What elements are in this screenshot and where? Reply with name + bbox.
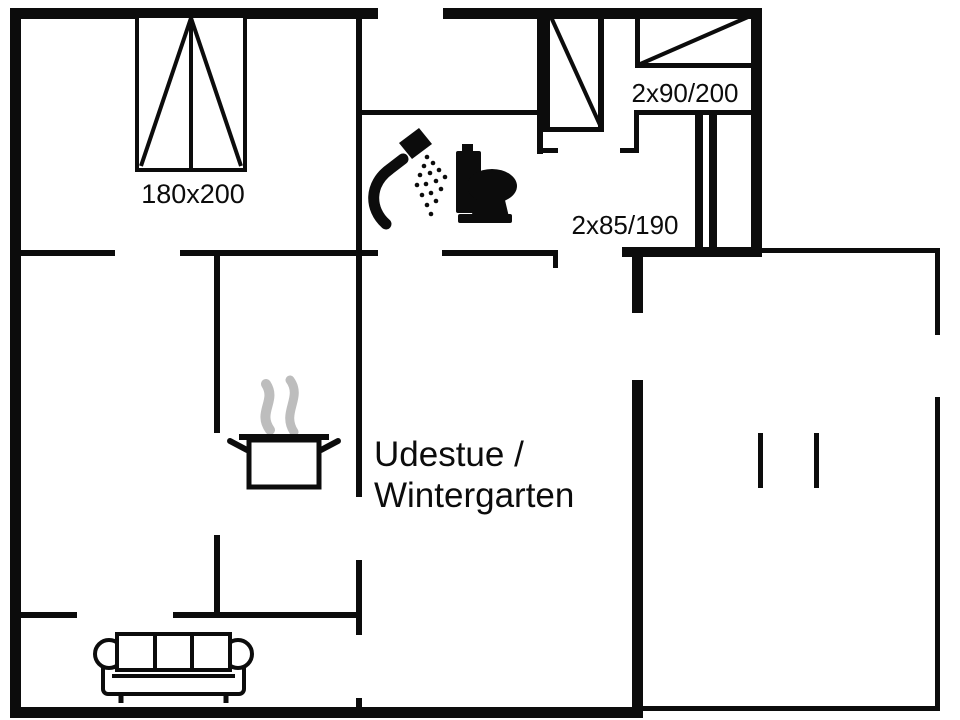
sofa-icon — [93, 632, 254, 703]
door-posts-icon — [814, 433, 819, 488]
door-posts-icon — [758, 433, 763, 488]
wall-y250-c — [442, 250, 558, 256]
bunk-bed-icon — [637, 15, 749, 67]
wall-divider-lower — [632, 380, 643, 710]
wall-x357-main — [356, 14, 362, 497]
steam-icon — [260, 375, 299, 437]
wall-outer-right-upper — [751, 8, 762, 257]
wardrobe-bar-1 — [695, 110, 703, 255]
wall-hall-left-stub — [537, 132, 543, 154]
wall-divider-upper — [632, 248, 643, 313]
wall-x357-mid — [356, 560, 362, 635]
bunk-bed-icon — [635, 14, 640, 68]
door-jamb-tick-down — [553, 256, 558, 268]
window-icon — [549, 16, 602, 126]
wall-x357-low — [356, 698, 362, 712]
wall-y250-a — [10, 250, 115, 256]
wall-bathroom-top — [357, 110, 541, 115]
wall-hall-right-stub — [634, 110, 639, 153]
wall-outer-left — [10, 8, 21, 718]
window-icon — [537, 127, 604, 132]
double-bed-size-label: 180x200 — [141, 179, 245, 209]
wall-y612-b — [173, 612, 357, 618]
wall-bedroom2-top — [637, 110, 751, 115]
shower-icon — [368, 128, 448, 230]
bunk-bed-size-label: 2x90/200 — [631, 78, 739, 108]
wall-bedroom2-bottom — [622, 247, 762, 257]
wall-annex-right-upper — [935, 248, 940, 335]
wall-annex-right-lower — [935, 397, 940, 710]
wall-annex-bottom — [643, 706, 940, 711]
door-jamb-tick-left — [543, 148, 558, 153]
sunroom-label-line1: Udestue / — [374, 435, 524, 474]
wall-y250-b — [180, 250, 378, 256]
wall-x215-upper — [214, 250, 220, 433]
bunk-bed-icon — [635, 63, 751, 68]
double-bed-icon — [139, 17, 243, 167]
window-icon — [598, 14, 604, 132]
double-bed-icon — [189, 14, 193, 172]
wardrobe-bar-2 — [709, 110, 717, 255]
window-icon — [537, 8, 550, 132]
toilet-icon — [456, 144, 517, 223]
door-jamb-tick-right — [620, 148, 634, 153]
wall-y612-a — [10, 612, 77, 618]
wall-outer-bottom — [10, 707, 643, 718]
cooking-pot-icon — [227, 434, 341, 490]
wall-x215-lower — [214, 535, 220, 617]
second-bed-size-label: 2x85/190 — [571, 210, 679, 240]
wall-outer-top-left — [10, 8, 378, 19]
wall-annex-top — [762, 248, 940, 253]
wall-outer-top-right — [443, 8, 762, 19]
sunroom-label-line2: Wintergarten — [374, 476, 575, 515]
sunroom-label: Udestue / Wintergarten — [374, 434, 574, 516]
